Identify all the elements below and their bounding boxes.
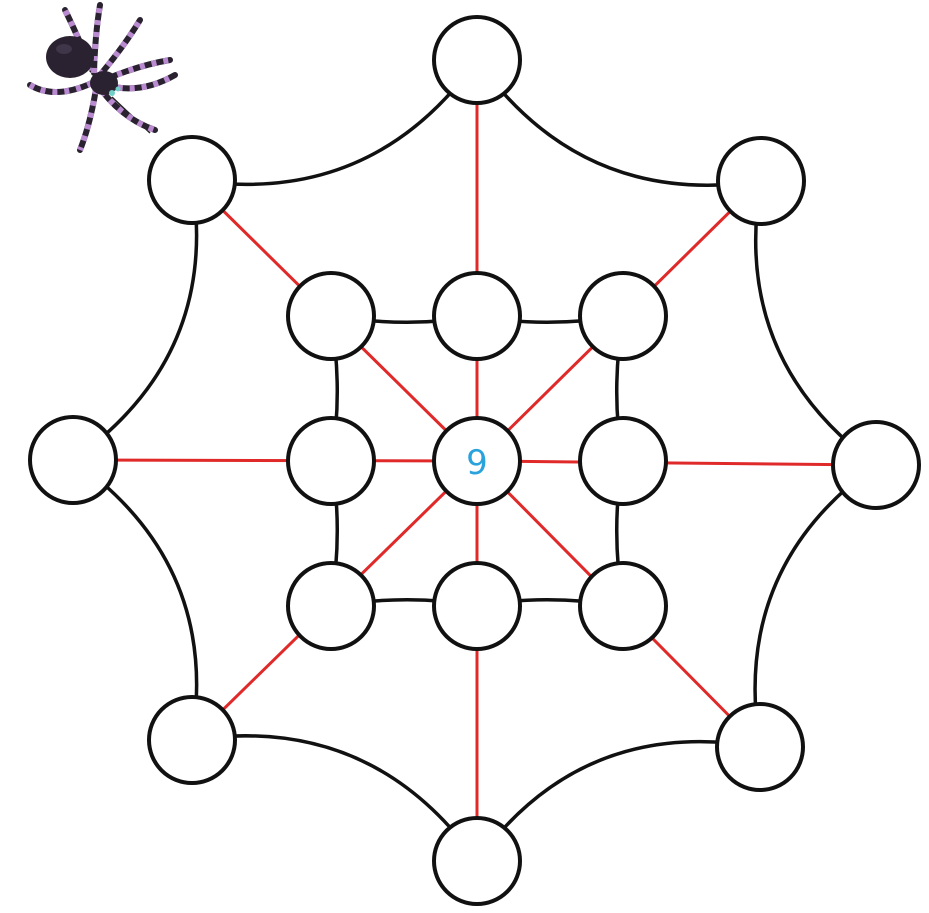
inner-circle-5[interactable] (288, 563, 374, 649)
spider-leg-5 (102, 91, 155, 130)
outer-circle-1-circle (718, 138, 804, 224)
inner-circle-0[interactable] (434, 273, 520, 359)
spider-icon (30, 5, 175, 150)
outer-thread-4 (192, 736, 477, 861)
inner-circle-3-circle (580, 563, 666, 649)
outer-circle-5-circle (149, 697, 235, 783)
outer-circle-4-circle (434, 818, 520, 904)
inner-circle-2[interactable] (580, 418, 666, 504)
inner-circle-7-circle (288, 273, 374, 359)
center-circle[interactable]: 9 (434, 418, 520, 504)
outer-circle-0[interactable] (434, 17, 520, 103)
spider-leg-6 (80, 89, 96, 150)
outer-circle-0-circle (434, 17, 520, 103)
inner-circle-4-circle (434, 563, 520, 649)
outer-circle-1[interactable] (718, 138, 804, 224)
outer-circle-3-circle (717, 704, 803, 790)
spider-leg-7 (30, 83, 92, 92)
spider-leg-3 (106, 60, 170, 79)
spoke-line-6 (73, 460, 477, 461)
inner-circle-2-circle (580, 418, 666, 504)
outer-circle-5[interactable] (149, 697, 235, 783)
inner-circle-3[interactable] (580, 563, 666, 649)
spider-leg-1 (94, 5, 100, 73)
inner-circle-0-circle (434, 273, 520, 359)
outer-circle-6[interactable] (30, 417, 116, 503)
inner-circle-5-circle (288, 563, 374, 649)
inner-circle-6[interactable] (288, 418, 374, 504)
inner-circle-1[interactable] (580, 273, 666, 359)
inner-circle-4[interactable] (434, 563, 520, 649)
outer-circle-4[interactable] (434, 818, 520, 904)
outer-circle-7[interactable] (149, 137, 235, 223)
outer-circle-6-circle (30, 417, 116, 503)
inner-circle-7[interactable] (288, 273, 374, 359)
outer-circle-7-circle (149, 137, 235, 223)
outer-circle-3[interactable] (717, 704, 803, 790)
outer-thread-0 (477, 60, 761, 185)
outer-circle-2[interactable] (833, 422, 919, 508)
spoke-line-2 (477, 461, 876, 465)
inner-circle-1-circle (580, 273, 666, 359)
outer-circle-2-circle (833, 422, 919, 508)
center-circle-number: 9 (466, 443, 488, 483)
outer-thread-7 (192, 60, 477, 184)
inner-circle-6-circle (288, 418, 374, 504)
